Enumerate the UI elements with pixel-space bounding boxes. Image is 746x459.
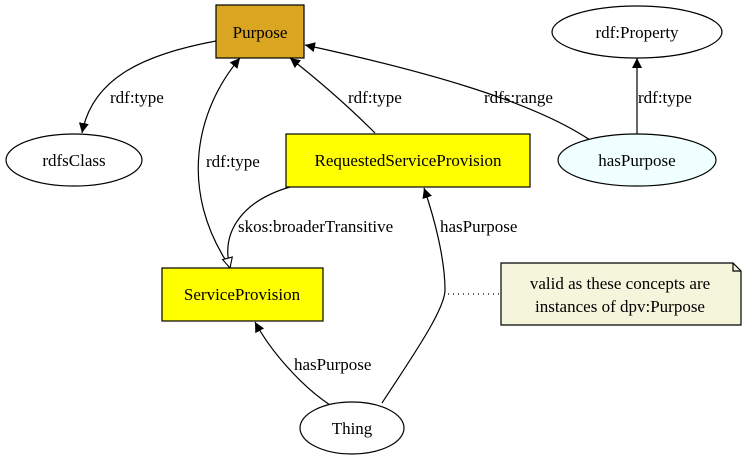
- node-service-provision-label: ServiceProvision: [184, 285, 301, 304]
- edge-serviceprovision-purpose: [197, 57, 241, 268]
- edge-label-haspurpose-rdfproperty: rdf:type: [638, 88, 692, 107]
- edge-label-thing-serviceprovision: hasPurpose: [294, 355, 371, 374]
- node-purpose-label: Purpose: [233, 23, 288, 42]
- node-has-purpose-shape: [557, 133, 717, 187]
- node-service-provision[interactable]: ServiceProvision: [161, 267, 324, 322]
- edge-thing-haspurpose-serviceprovision: [254, 321, 331, 406]
- note-box: valid as these concepts are instances of…: [500, 262, 742, 326]
- note-line-2: instances of dpv:Purpose: [535, 297, 705, 316]
- edge-requested-purpose: [289, 57, 376, 134]
- node-requested-service-provision-label: RequestedServiceProvision: [315, 151, 502, 170]
- node-requested-service-provision[interactable]: RequestedServiceProvision: [285, 133, 531, 188]
- node-rdfs-class-shape: [5, 133, 143, 187]
- edge-purpose-rdfsclass: [78, 40, 217, 134]
- node-rdf-property[interactable]: rdf:Property: [551, 5, 723, 59]
- edge-label-haspurpose-range: rdfs:range: [484, 88, 553, 107]
- edge-label-purpose-rdfsclass: rdf:type: [110, 88, 164, 107]
- edge-label-thing-requested: hasPurpose: [440, 217, 517, 236]
- node-rdfs-class-label: rdfsClass: [42, 151, 105, 170]
- node-thing[interactable]: Thing: [299, 401, 405, 455]
- node-rdf-property-shape: [551, 5, 723, 59]
- node-thing-label: Thing: [332, 419, 373, 438]
- note-line-1: valid as these concepts are: [530, 274, 710, 293]
- edge-haspurpose-range-purpose: [304, 42, 591, 141]
- edge-thing-haspurpose-requested: [381, 187, 446, 404]
- node-purpose[interactable]: Purpose: [215, 4, 305, 59]
- edge-broader-transitive: [228, 186, 291, 268]
- node-has-purpose-label: hasPurpose: [598, 151, 675, 170]
- node-rdfs-class[interactable]: rdfsClass: [5, 133, 143, 187]
- node-requested-service-provision-box: [285, 133, 531, 188]
- node-purpose-box: [215, 4, 305, 59]
- node-rdf-property-label: rdf:Property: [595, 23, 679, 42]
- note-shape: [500, 262, 742, 326]
- edge-label-broader-transitive: skos:broaderTransitive: [238, 217, 393, 236]
- edge-label-requested-purpose: rdf:type: [348, 88, 402, 107]
- node-thing-shape: [299, 401, 405, 455]
- note-fold: [732, 263, 741, 272]
- node-has-purpose[interactable]: hasPurpose: [557, 133, 717, 187]
- edge-label-serviceprovision-purpose: rdf:type: [206, 152, 260, 171]
- node-service-provision-box: [161, 267, 324, 322]
